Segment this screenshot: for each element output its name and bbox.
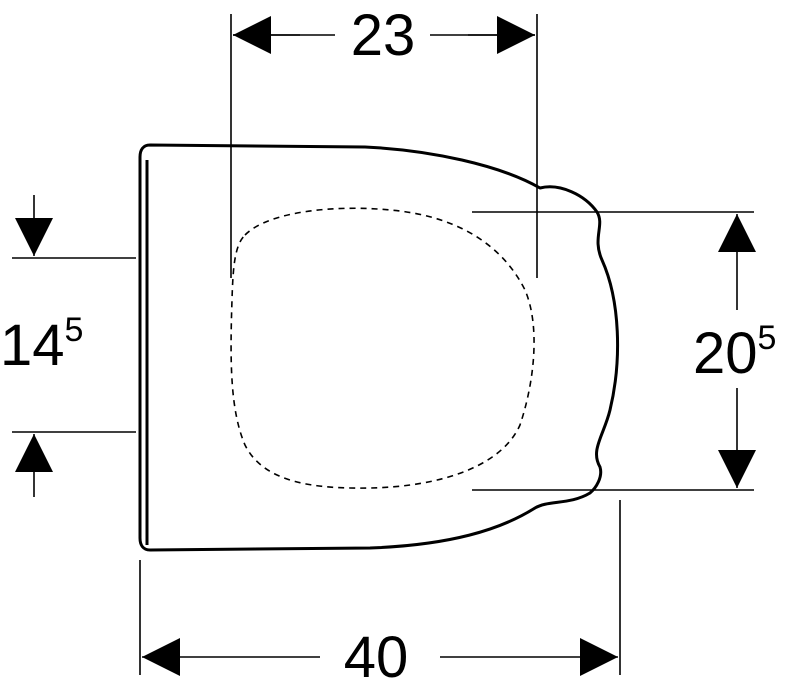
dimension-left-height: 145	[0, 195, 136, 497]
seat-outline	[138, 143, 620, 552]
dimension-label-right-height-sup: 5	[758, 319, 777, 357]
dimension-overall-length: 40	[139, 500, 621, 679]
lid-opening-dashed	[230, 207, 535, 489]
dimension-label-top-width: 23	[351, 3, 416, 68]
dimension-label-overall-length: 40	[344, 625, 409, 679]
dimension-label-right-height-main: 20	[693, 321, 758, 386]
seat-outer-contour	[138, 143, 620, 552]
dimension-label-left-height-sup: 5	[65, 311, 84, 349]
dimension-label-right-height: 205	[693, 319, 776, 386]
dimension-right-height: 205	[472, 211, 776, 491]
dimension-top-width: 23	[230, 3, 538, 278]
dimension-label-left-height-main: 14	[0, 313, 65, 378]
dimension-label-left-height: 145	[0, 311, 83, 378]
